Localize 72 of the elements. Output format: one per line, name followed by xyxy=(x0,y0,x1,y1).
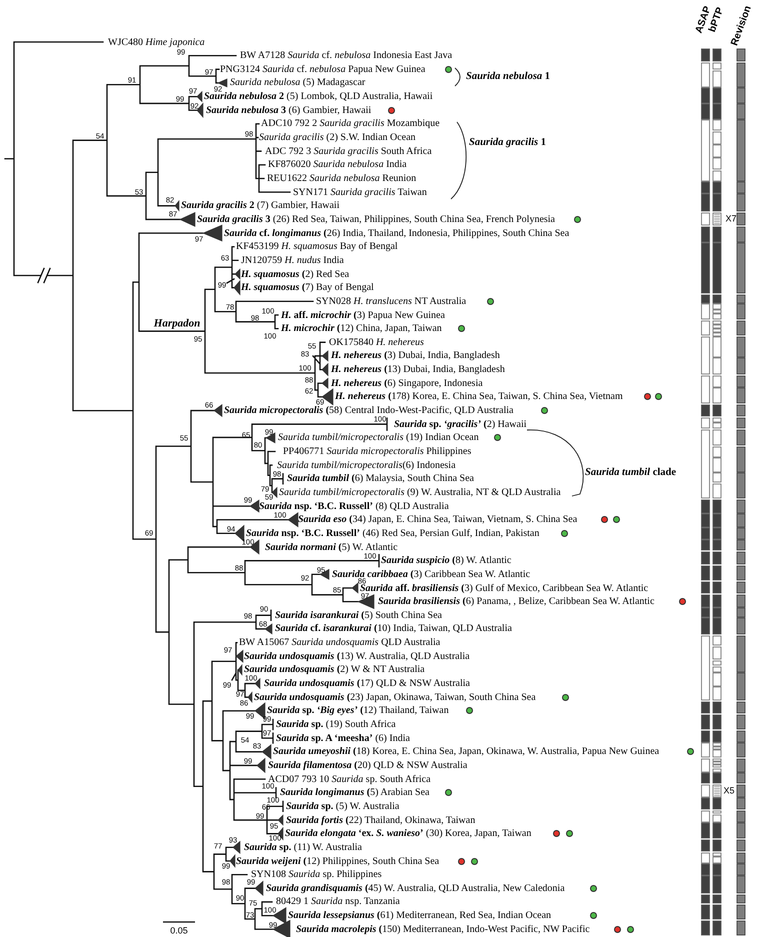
taxon-label: Saurida suspicio (8) W. Atlantic xyxy=(381,554,512,568)
taxon-label: Saurida tumbil/micropectoralis (9) W. Australia, NT & QLD Australia xyxy=(279,486,561,499)
taxon-label: Saurida gracilis 3 (26) Red Sea, Taiwan, Philippines, South China Sea, French Polynesia xyxy=(197,212,555,226)
multiplier-label: X7 xyxy=(726,214,736,224)
column-header: bPTP xyxy=(708,6,726,34)
taxon-label: Saurida undosquamis (17) QLD & NSW Australia xyxy=(264,677,470,690)
taxon-label: Saurida sp. (11) W. Australia xyxy=(244,841,362,854)
taxon-label: H. microchir (12) China, Japan, Taiwan xyxy=(281,322,442,336)
clade-label: Harpadon xyxy=(154,318,200,330)
taxon-label: Saurida isarankurai (5) South China Sea xyxy=(275,608,442,622)
clade-label: Saurida gracilis 1 xyxy=(469,138,546,148)
taxon-label: Saurida cf. isarankurai (10) India, Taiwan, QLD Australia xyxy=(275,622,512,636)
taxon-label: H. squamosus (7) Bay of Bengal xyxy=(241,281,374,294)
taxon-label: PP406771 Saurida micropectoralis Philippines xyxy=(283,445,472,458)
taxon-label: H. nehereus (178) Korea, E. China Sea, Taiwan, S. China Sea, Vietnam xyxy=(335,390,623,404)
taxon-label: Saurida grandisquamis (45) W. Australia, QLD Australia, New Caledonia xyxy=(266,882,565,895)
taxon-label: Saurida micropectoralis (58) Central Indo-West-Pacific, QLD Australia xyxy=(224,405,514,416)
taxon-label: Saurida sp. (19) South Africa xyxy=(276,718,396,731)
taxon-label: Saurida sp. (5) W. Australia xyxy=(286,800,400,813)
clade-label: Saurida nebulosa 1 xyxy=(466,72,550,82)
taxon-label: KF453199 H. squamosus Bay of Bengal xyxy=(236,240,398,254)
taxon-label: Saurida nsp. ‘B.C. Russell’ (8) QLD Australia xyxy=(259,500,449,512)
taxon-label: Saurida nsp. ‘B.C. Russell’ (46) Red Sea, Persian Gulf, Indian, Pakistan xyxy=(246,526,540,539)
taxon-label: Saurida tumbil/micropectoralis (19) Indian Ocean xyxy=(278,431,479,444)
taxon-label: Saurida weijeni (12) Philippines, South China Sea xyxy=(236,854,440,868)
taxon-label: Saurida nebulosa (5) Madagascar xyxy=(230,76,366,90)
taxon-label: Saurida undosquamis (2) W & NT Australia xyxy=(244,663,425,676)
clade-label: Saurida tumbil clade xyxy=(585,468,676,478)
taxon-label: REU1622 Saurida nebulosa Reunion xyxy=(267,172,416,185)
taxon-label: Saurida gracilis (2) S.W. Indian Ocean xyxy=(259,131,416,144)
taxon-label: Saurida fortis (22) Thailand, Okinawa, Taiwan xyxy=(286,814,476,827)
scale-label: 0.05 xyxy=(170,926,188,936)
taxon-label: 80429 1 Saurida nsp. Tanzania xyxy=(276,895,400,908)
taxon-label: BW A15067 Saurida undosquamis QLD Australia xyxy=(239,636,440,650)
taxon-label: SYN028 H. translucens NT Australia xyxy=(316,294,466,308)
taxon-label: ADC 792 3 Saurida gracilis South Africa xyxy=(265,144,432,158)
taxon-label: Saurida tumbil/micropectoralis(6) Indonesia xyxy=(277,458,456,471)
taxon-label: BW A7128 Saurida cf. nebulosa Indonesia East Java xyxy=(240,49,452,62)
taxon-label: OK175840 H. nehereus xyxy=(329,336,424,349)
taxon-label: Saurida aff. brasiliensis (3) Gulf of Mexico, Caribbean Sea W. Atlantic xyxy=(360,582,648,594)
taxon-label: Saurida elongata ‘ex. S. wanieso’ (30) Korea, Japan, Taiwan xyxy=(285,827,532,840)
taxon-label: Saurida nebulosa 2 (5) Lombok, QLD Australia, Hawaii xyxy=(204,91,433,104)
taxon-label: H. aff. microchir (3) Papua New Guinea xyxy=(281,308,445,322)
taxon-label: Saurida sp. A ‘meesha’ (6) India xyxy=(276,732,410,745)
taxon-label: Saurida undosquamis (13) W. Australia, QLD Australia xyxy=(244,650,470,663)
taxon-label: Saurida macrolepis (150) Mediterranean, Indo-West Pacific, NW Pacific xyxy=(296,922,590,936)
taxon-label: Saurida umeyoshii (18) Korea, E. China Sea, Japan, Okinawa, W. Australia, Papua New Guinea xyxy=(273,745,660,758)
taxon-label: JN120759 H. nudus India xyxy=(241,254,344,267)
taxon-label: SYN108 Saurida sp. Philippines xyxy=(251,868,382,880)
taxon-label: Saurida undosquamis (23) Japan, Okinawa, Taiwan, South China Sea xyxy=(254,690,536,704)
taxon-label: H. nehereus (13) Dubai, India, Bangladesh xyxy=(331,363,505,376)
taxon-label: Saurida sp. ‘gracilis’ (2) Hawaii xyxy=(394,418,527,431)
taxon-label: KF876020 Saurida nebulosa India xyxy=(268,158,407,172)
taxon-label: SYN171 Saurida gracilis Taiwan xyxy=(293,186,427,199)
taxon-label: Saurida eso (34) Japan, E. China Sea, Taiwan, Vietnam, S. China Sea xyxy=(298,513,578,526)
taxon-label: Saurida brasiliensis (6) Panama, , Belize, Caribbean Sea W. Atlantic xyxy=(378,595,654,608)
taxon-label: ADC10 792 2 Saurida gracilis Mozambique xyxy=(261,117,440,130)
taxon-label: Saurida nebulosa 3 (6) Gambier, Hawaii xyxy=(206,104,372,117)
taxon-label: Saurida gracilis 2 (7) Gambier, Hawaii xyxy=(181,199,340,212)
multiplier-label: X5 xyxy=(724,786,734,796)
taxon-label: Saurida normani (5) W. Atlantic xyxy=(265,540,398,553)
taxon-label: PNG3124 Saurida cf. nebulosa Papua New Guinea xyxy=(220,62,426,76)
taxon-label: Saurida longimanus (5) Arabian Sea xyxy=(280,786,430,800)
taxon-label: Saurida filamentosa (20) QLD & NSW Australia xyxy=(268,758,468,772)
taxon-label: Saurida lessepsianus (61) Mediterranean, Red Sea, Indian Ocean xyxy=(288,909,552,922)
taxon-label: Saurida sp. ‘Big eyes’ (12) Thailand, Taiwan xyxy=(267,704,449,716)
taxon-label: H. nehereus (3) Dubai, India, Bangladesh xyxy=(331,349,500,362)
taxon-label: Saurida cf. longimanus (26) India, Thailand, Indonesia, Philippines, South China Sea xyxy=(224,226,570,240)
taxon-label: H. squamosus (2) Red Sea xyxy=(241,268,350,281)
taxon-label: WJC480 Hime japonica xyxy=(108,36,205,48)
taxon-label: H. nehereus (6) Singapore, Indonesia xyxy=(331,376,483,390)
taxon-label: Saurida tumbil (6) Malaysia, South China Sea xyxy=(287,472,474,486)
